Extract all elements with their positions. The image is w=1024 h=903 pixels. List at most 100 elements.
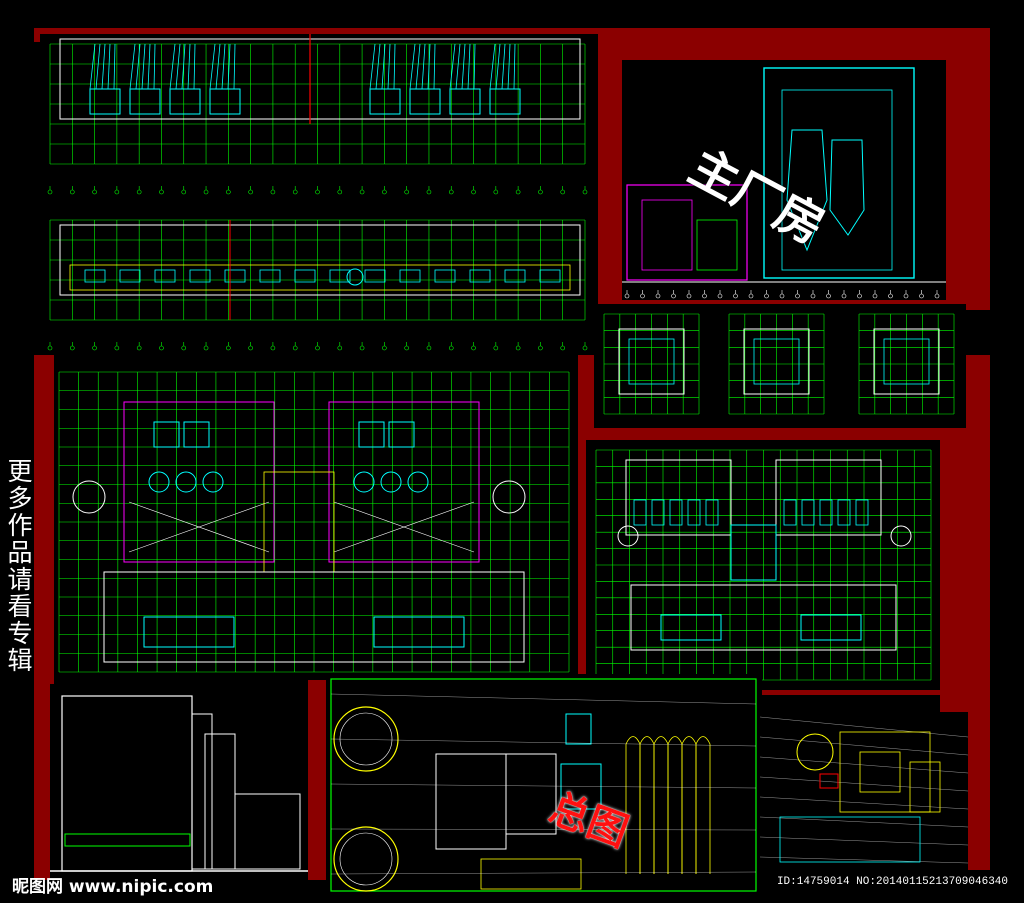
cad-line — [888, 293, 893, 299]
drawing-main-plant-section — [622, 60, 946, 300]
cad-line — [101, 43, 106, 90]
drawing-top-plan — [40, 34, 598, 204]
cad-line — [582, 345, 588, 351]
cad-line — [618, 328, 685, 395]
cad-line — [330, 783, 757, 789]
cad-line — [783, 499, 797, 526]
cad-line — [404, 189, 409, 195]
cad-line — [501, 43, 506, 90]
cad-line — [69, 189, 75, 195]
cad-line — [203, 345, 209, 351]
cad-line — [95, 43, 101, 90]
cad-line — [433, 43, 436, 90]
cad-line — [448, 189, 454, 195]
cad-line — [795, 293, 800, 299]
cad-line — [259, 269, 281, 283]
cad-line — [382, 189, 387, 195]
cad-line — [426, 189, 432, 195]
cad-line — [191, 713, 213, 870]
cad-line — [493, 345, 499, 351]
cad-line — [315, 189, 320, 195]
cad-line — [660, 614, 722, 641]
cad-line — [64, 833, 191, 847]
cad-line — [651, 499, 665, 526]
cad-line — [934, 293, 940, 299]
cad-line — [215, 43, 221, 90]
cad-line — [779, 293, 785, 299]
cad-line — [330, 678, 757, 892]
cad-line — [538, 189, 543, 195]
cad-line — [89, 43, 96, 90]
cad-line — [467, 43, 471, 90]
cad-line — [449, 88, 481, 115]
cad-line — [565, 713, 592, 745]
cad-line — [639, 736, 655, 874]
cad-line — [507, 43, 511, 90]
cad-line — [226, 189, 231, 195]
cad-line — [330, 828, 757, 831]
cad-line — [560, 189, 566, 195]
cad-line — [890, 525, 912, 547]
cad-line — [786, 129, 828, 252]
cad-line — [819, 499, 833, 526]
cad-line — [346, 268, 364, 286]
cad-line — [480, 858, 582, 890]
cad-line — [328, 401, 480, 563]
cad-line — [733, 293, 738, 299]
cad-line — [837, 499, 851, 526]
cad-drawing — [47, 34, 588, 195]
cad-line — [330, 871, 757, 875]
cad-line — [221, 43, 226, 90]
cad-line — [492, 480, 526, 514]
cad-line — [129, 43, 136, 90]
cad-line — [800, 614, 862, 641]
cad-line — [89, 88, 121, 115]
cad-line — [393, 43, 396, 90]
cad-line — [473, 43, 476, 90]
drawing-elevation — [50, 684, 308, 880]
cad-line — [671, 293, 676, 299]
cad-line — [560, 345, 566, 351]
cad-line — [461, 43, 466, 90]
cad-line — [448, 345, 454, 351]
cad-line — [136, 189, 142, 195]
cad-line — [114, 345, 120, 351]
cad-line — [226, 345, 231, 351]
cad-line — [415, 43, 421, 90]
cad-line — [705, 499, 719, 526]
cad-line — [114, 189, 120, 195]
cad-line — [227, 43, 231, 90]
cad-line — [292, 345, 298, 351]
cad-line — [469, 269, 491, 283]
cad-line — [760, 776, 968, 792]
drawing-small-plans — [594, 304, 966, 428]
cad-line — [169, 88, 201, 115]
cad-line — [628, 338, 675, 385]
cad-line — [270, 189, 276, 195]
cad-line — [382, 345, 387, 351]
cad-line — [743, 328, 810, 395]
cad-line — [504, 269, 526, 283]
cad-line — [119, 269, 141, 283]
cad-drawing — [760, 716, 968, 864]
drawing-general-site-plan — [326, 674, 762, 896]
cad-line — [515, 189, 521, 195]
cad-line — [409, 88, 441, 115]
cad-drawing — [330, 678, 757, 892]
cad-line — [209, 43, 216, 90]
cad-line — [369, 43, 376, 90]
cad-line — [909, 761, 941, 813]
drawing-small-site-plan — [760, 712, 968, 876]
cad-line — [903, 293, 909, 299]
cad-line — [640, 293, 645, 299]
cad-line — [47, 189, 53, 195]
cad-line — [839, 731, 931, 813]
cad-line — [84, 269, 106, 283]
cad-line — [633, 499, 647, 526]
cad-line — [630, 584, 897, 651]
cad-line — [471, 345, 476, 351]
cad-line — [270, 345, 276, 351]
cad-line — [753, 338, 800, 385]
cad-line — [617, 525, 639, 547]
cad-line — [353, 471, 375, 493]
